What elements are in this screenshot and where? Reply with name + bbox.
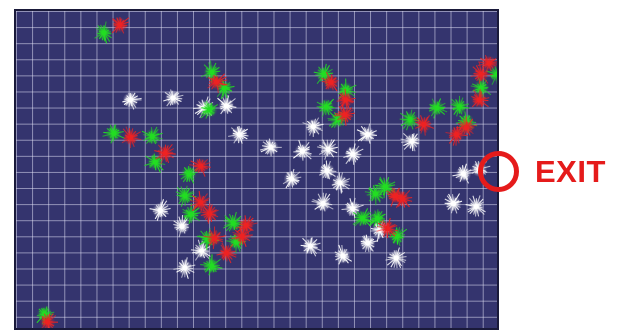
green-spark-icon	[429, 98, 447, 118]
white-spark-icon	[122, 92, 141, 109]
white-spark-icon	[301, 237, 321, 256]
red-spark-icon	[112, 17, 129, 33]
white-spark-icon	[357, 123, 377, 143]
game-board	[14, 9, 499, 330]
white-spark-icon	[173, 257, 195, 278]
green-spark-icon	[142, 127, 163, 144]
red-spark-icon	[122, 127, 141, 148]
green-spark-icon	[103, 124, 125, 143]
green-spark-icon	[451, 96, 470, 117]
exit-marker-icon	[478, 151, 519, 192]
particle-layer	[16, 11, 497, 328]
white-spark-icon	[293, 140, 311, 161]
white-spark-icon	[466, 195, 486, 216]
white-spark-icon	[228, 126, 248, 144]
exit-label: EXIT	[535, 156, 606, 188]
white-spark-icon	[312, 193, 334, 212]
white-spark-icon	[360, 235, 378, 252]
white-spark-icon	[163, 90, 183, 106]
green-spark-icon	[95, 22, 112, 44]
white-spark-icon	[260, 139, 282, 157]
white-spark-icon	[303, 118, 324, 137]
white-spark-icon	[386, 248, 407, 269]
white-spark-icon	[283, 169, 301, 188]
white-spark-icon	[452, 164, 473, 184]
white-spark-icon	[343, 144, 363, 165]
white-spark-icon	[319, 161, 336, 180]
white-spark-icon	[150, 199, 171, 221]
white-spark-icon	[445, 193, 462, 213]
white-spark-icon	[317, 139, 338, 159]
white-spark-icon	[335, 245, 352, 264]
red-spark-icon	[414, 115, 434, 135]
white-spark-icon	[401, 133, 420, 151]
